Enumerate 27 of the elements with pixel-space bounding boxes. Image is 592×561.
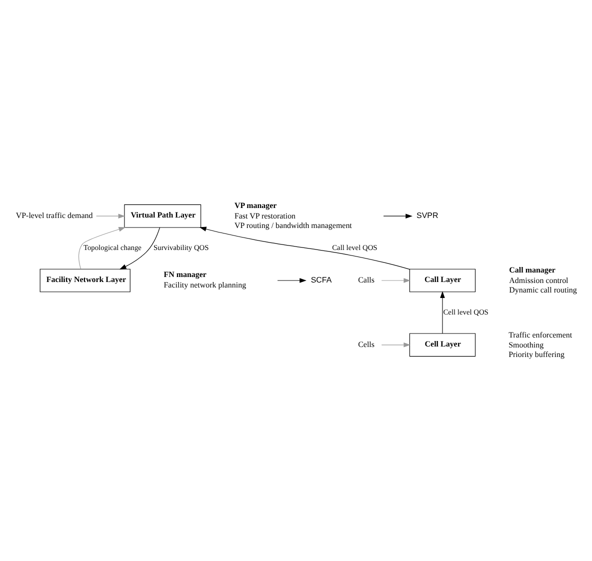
arrow [96, 214, 126, 218]
node-text: Calls [358, 276, 375, 285]
node-box: Facility Network Layer [40, 268, 130, 292]
arrow [381, 278, 411, 283]
node-text: Cells [358, 340, 375, 350]
arrow [119, 227, 160, 270]
node-label: VP manager [234, 201, 277, 210]
node-text: VP-level traffic demand [16, 211, 93, 220]
node-label: Facility network planning [164, 280, 246, 290]
arrow [78, 227, 126, 270]
arrow [383, 214, 412, 218]
node-label: Admission control [509, 276, 568, 285]
node-label: FN manager [164, 270, 206, 280]
node-label: Dynamic call routing [509, 286, 577, 295]
node-box: Cell Layer [409, 333, 476, 357]
node-label: VP routing / bandwidth management [234, 221, 352, 230]
node-box: Virtual Path Layer [124, 204, 202, 228]
arrow [440, 291, 445, 334]
node-label: Fast VP restoration [234, 211, 296, 220]
node-box: Call Layer [409, 268, 476, 292]
node-label: Priority buffering [508, 350, 564, 359]
node-label: Call manager [509, 266, 556, 275]
arrow [277, 278, 306, 283]
arrow [199, 226, 410, 270]
node-label: Smoothing [508, 340, 544, 350]
node-label: Traffic enforcement [508, 330, 572, 340]
arrow [381, 342, 411, 348]
